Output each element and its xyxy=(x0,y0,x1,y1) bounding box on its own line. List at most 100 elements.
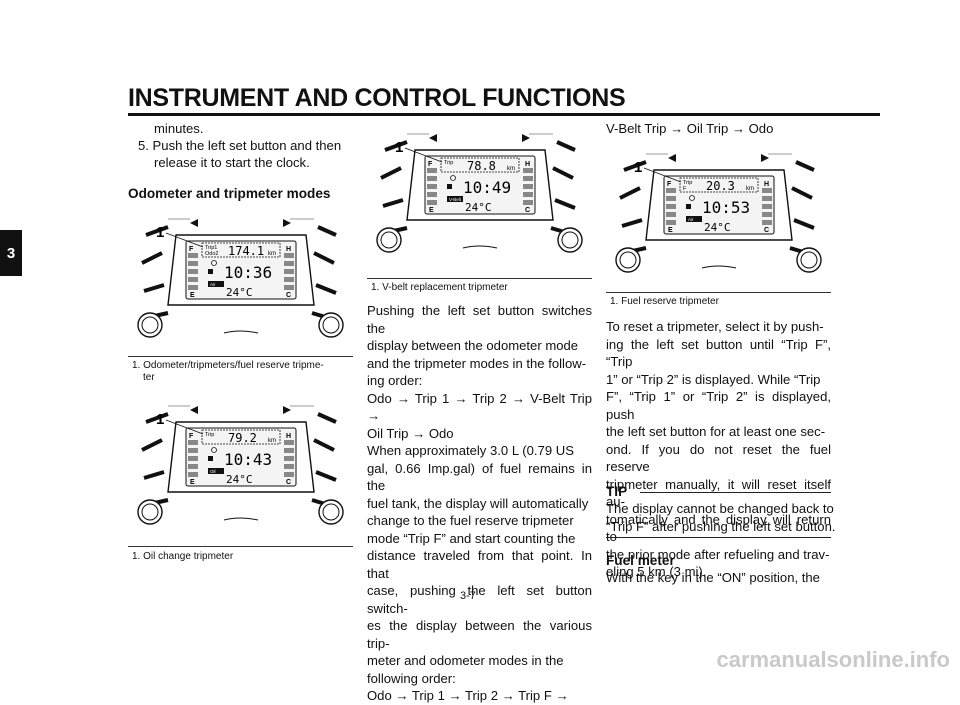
fuel-empty-label: E xyxy=(190,479,195,486)
clock-time: 10:43 xyxy=(224,450,272,469)
reset-tripmeter-paragraph: To reset a tripmeter, select it by push-… xyxy=(606,318,831,581)
fuel-pump-icon xyxy=(208,456,213,461)
temp-bar-segment xyxy=(284,261,294,266)
clock-icon xyxy=(450,175,456,181)
temp-bar-segment xyxy=(523,200,533,205)
fuel-bar-segment xyxy=(666,220,676,225)
fuel-empty-label: E xyxy=(190,292,195,299)
chapter-tab: 3 xyxy=(0,230,22,276)
clock-icon xyxy=(211,260,217,266)
paragraph-line: the left set button for at least one sec… xyxy=(606,424,826,439)
fuel-meter-heading: Fuel meter xyxy=(606,553,675,568)
figure-caption: 1. Odometer/tripmeters/fuel reserve trip… xyxy=(132,360,324,371)
fuel-pump-icon xyxy=(208,269,213,274)
paragraph-line: ing the left set button until “Trip F”, … xyxy=(606,336,831,370)
fuel-bar-segment xyxy=(188,269,198,274)
right-turn-indicator-icon xyxy=(522,134,530,142)
set-button-inner xyxy=(322,503,340,521)
fuel-bar-segment xyxy=(427,168,437,173)
distance-unit: km xyxy=(507,166,515,172)
distance-unit: km xyxy=(268,251,276,257)
housing-edge xyxy=(462,245,498,249)
temp-bar-segment xyxy=(523,192,533,197)
gauge-tick xyxy=(315,283,337,295)
paragraph-line: To reset a tripmeter, select it by push- xyxy=(606,319,824,334)
paragraph-line: tomatically and the display will return … xyxy=(606,511,831,545)
caption-rule xyxy=(367,278,592,279)
watermark: carmanualsonline.info xyxy=(716,647,951,672)
trip-area xyxy=(679,177,759,193)
distance-unit: km xyxy=(746,186,754,192)
fuel-bar-segment xyxy=(188,456,198,461)
fuel-pump-icon xyxy=(447,184,452,189)
temp-cold-label: C xyxy=(525,207,530,214)
gauge-tick xyxy=(621,218,643,228)
set-button-inner xyxy=(800,251,818,269)
callout-leader xyxy=(165,232,204,248)
set-button-inner xyxy=(141,503,159,521)
fuel-full-label: F xyxy=(189,246,194,253)
fuel-bar-segment xyxy=(188,440,198,445)
temp-bar-segment xyxy=(762,212,772,217)
gauge-tick xyxy=(313,438,335,452)
paragraph-line: eling 5 km (3 mi). xyxy=(606,564,707,579)
set-button-inner xyxy=(619,251,637,269)
temp-bar-segment xyxy=(762,188,772,193)
left-turn-indicator-icon xyxy=(668,154,676,162)
gauge-tick xyxy=(315,470,337,482)
gauge-tick xyxy=(143,283,165,293)
temp-bar-segment xyxy=(762,220,772,225)
trip-area xyxy=(440,157,520,173)
fuel-meter-line: With the key in the “ON” position, the xyxy=(606,570,820,585)
temp-bar-segment xyxy=(762,204,772,209)
fuel-bar-segment xyxy=(427,176,437,181)
section-heading-odometer: Odometer and tripmeter modes xyxy=(128,186,331,201)
gauge-tick xyxy=(313,251,335,265)
paragraph-line: ond. If you do not reset the fuel reserv… xyxy=(606,441,831,475)
ambient-temperature: 24°C xyxy=(704,221,731,234)
callout-leader xyxy=(643,167,682,183)
ambient-temperature: 24°C xyxy=(226,286,253,299)
maintenance-badge-label: Oil xyxy=(210,469,216,474)
trip-label: Trip xyxy=(683,180,692,186)
maintenance-badge xyxy=(686,216,702,222)
temp-bar-segment xyxy=(523,168,533,173)
temp-bar-segment xyxy=(284,464,294,469)
caption-rule xyxy=(128,356,353,357)
tip-label: TIP xyxy=(606,484,628,499)
fuel-bar-segment xyxy=(188,464,198,469)
maintenance-badge xyxy=(447,196,463,202)
gauge-tick xyxy=(623,160,647,172)
paragraph-line: ing order: xyxy=(367,373,423,388)
paragraph-line: case, pushing the left set button switch… xyxy=(367,583,592,616)
figure-caption: 1. Fuel reserve tripmeter xyxy=(610,296,719,307)
gauge-tick xyxy=(793,218,815,230)
temp-cold-label: C xyxy=(286,479,291,486)
col1-line1: minutes. xyxy=(154,121,204,136)
left-turn-indicator-icon xyxy=(429,134,437,142)
fuel-full-label: F xyxy=(667,181,672,188)
maintenance-badge-label: Air xyxy=(688,217,694,222)
clock-time: 10:49 xyxy=(463,178,511,197)
ambient-temperature: 24°C xyxy=(226,473,253,486)
paragraph-line: display between the odometer mode xyxy=(367,338,579,353)
paragraph-line: tripmeter manually, it will reset itself… xyxy=(606,476,831,510)
paragraph-line: mode “Trip F” and start counting the xyxy=(367,530,576,546)
right-turn-indicator-icon xyxy=(283,219,291,227)
figure-caption-cont: ter xyxy=(143,372,155,383)
trip-distance: 78.8 xyxy=(467,159,496,173)
paragraph-line: gal, 0.66 Imp.gal) of fuel remains in th… xyxy=(367,460,592,494)
set-button-inner xyxy=(561,231,579,249)
maintenance-badge-label: V-Belt xyxy=(449,197,462,202)
distance-unit: km xyxy=(268,438,276,444)
trip-label: Trip xyxy=(444,160,453,166)
temp-bar-segment xyxy=(523,184,533,189)
callout-number: 1 xyxy=(634,159,642,176)
clock-time: 10:36 xyxy=(224,263,272,282)
callout-leader xyxy=(165,419,204,435)
figure-caption: 1. Oil change tripmeter xyxy=(132,551,234,562)
maintenance-badge xyxy=(208,281,224,287)
housing-edge xyxy=(701,265,737,269)
